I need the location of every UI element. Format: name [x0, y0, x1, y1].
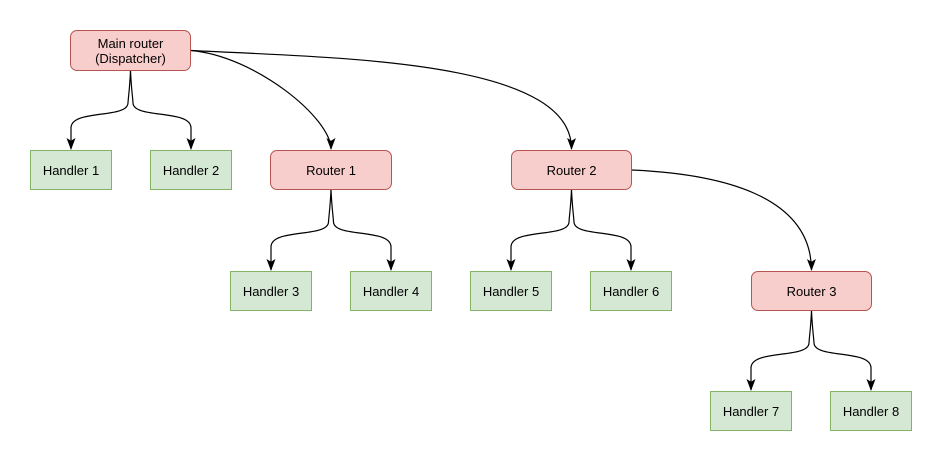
node-handler-2: Handler 2 — [150, 150, 232, 190]
node-label: Handler 8 — [842, 403, 900, 419]
node-handler-1: Handler 1 — [30, 150, 112, 190]
edges — [66, 49, 876, 391]
edge-router-2-to-handler-5 — [506, 189, 573, 271]
edge-main-router-to-handler-2 — [129, 70, 196, 150]
node-label: Handler 1 — [42, 162, 100, 178]
node-label: (Dispatcher) — [95, 50, 166, 66]
edge-router-3-to-handler-8 — [810, 310, 876, 391]
node-handler-4: Handler 4 — [350, 271, 432, 311]
node-label: Handler 7 — [722, 403, 780, 419]
node-label: Handler 5 — [482, 283, 540, 299]
edge-router-3-to-handler-7 — [746, 310, 813, 391]
edge-router-1-to-handler-3 — [266, 189, 332, 271]
node-label: Main router — [97, 35, 164, 51]
edge-main-router-to-handler-1 — [66, 70, 132, 150]
node-main-router: Main router(Dispatcher) — [70, 30, 191, 71]
edge-router-2-to-handler-6 — [570, 189, 636, 271]
edge-router-2-to-router-3 — [631, 169, 816, 271]
edge-main-router-to-router-1 — [190, 49, 336, 150]
node-label: Handler 3 — [242, 283, 300, 299]
node-router-3: Router 3 — [751, 271, 872, 311]
node-label: Router 1 — [306, 162, 356, 178]
node-handler-5: Handler 5 — [470, 271, 552, 311]
edge-main-router-to-router-2 — [190, 49, 577, 150]
edge-router-1-to-handler-4 — [330, 189, 396, 271]
node-label: Router 2 — [546, 162, 597, 178]
node-handler-8: Handler 8 — [830, 391, 912, 431]
node-label: Handler 2 — [162, 162, 220, 178]
node-label: Handler 6 — [602, 283, 660, 299]
node-handler-7: Handler 7 — [710, 391, 792, 431]
node-router-1: Router 1 — [270, 150, 392, 190]
node-label: Router 3 — [786, 283, 837, 299]
node-router-2: Router 2 — [511, 150, 632, 190]
node-handler-3: Handler 3 — [230, 271, 312, 311]
node-label: Handler 4 — [362, 283, 420, 299]
node-handler-6: Handler 6 — [590, 271, 672, 311]
